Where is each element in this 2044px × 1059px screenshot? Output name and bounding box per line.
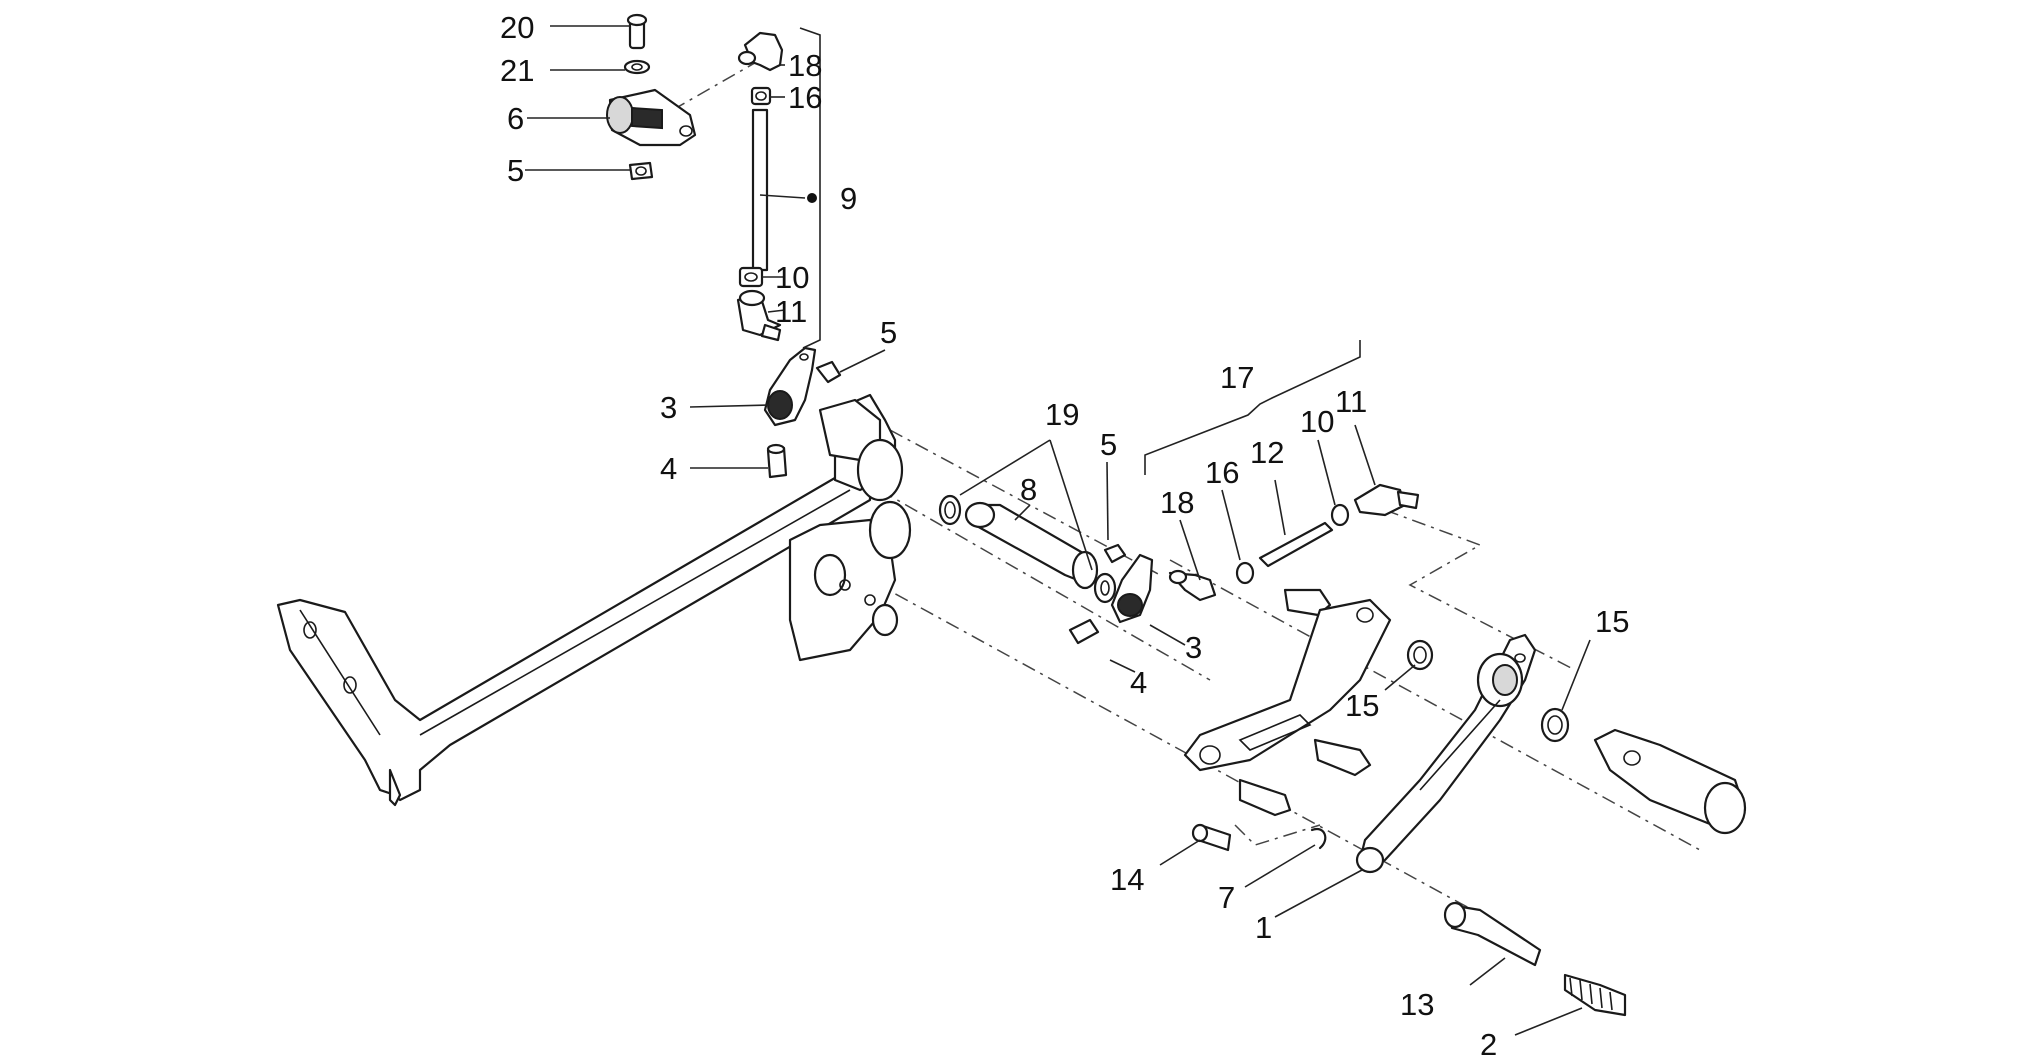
callout-6: 6 <box>507 101 524 136</box>
nut-16 <box>750 86 772 106</box>
mount-plate <box>1183 588 1434 817</box>
callout-18a: 18 <box>788 48 822 83</box>
washer-21 <box>623 59 651 75</box>
pin-13 <box>1448 903 1542 967</box>
main-frame <box>276 393 912 807</box>
upper-linkage <box>606 13 697 181</box>
callout-labels: 20 21 6 5 18 16 9 10 11 5 3 4 17 19 5 8 … <box>500 10 1629 1059</box>
callout-5b: 5 <box>880 315 897 350</box>
nut-5c <box>1103 543 1127 564</box>
rod-assembly-17 <box>1168 483 1420 602</box>
ring-15b <box>1540 707 1570 743</box>
callout-12: 12 <box>1250 435 1284 470</box>
callout-11a: 11 <box>775 294 807 329</box>
callout-16b: 16 <box>1205 455 1239 490</box>
pedal-lever-1 <box>1355 633 1537 874</box>
nut-10b <box>1330 503 1350 527</box>
nut-5 <box>628 161 654 181</box>
shaft-assembly-8 <box>938 494 1154 645</box>
callout-3a: 3 <box>660 390 677 425</box>
group-brackets <box>799 27 1361 475</box>
callout-3b: 3 <box>1185 630 1202 665</box>
callout-4b: 4 <box>1130 665 1147 700</box>
callout-11b: 11 <box>1335 384 1367 419</box>
callout-14: 14 <box>1110 862 1144 897</box>
leader-lines <box>525 25 1591 1036</box>
nut-10 <box>738 266 764 288</box>
callout-18b: 18 <box>1160 485 1194 520</box>
callout-15a: 15 <box>1345 688 1379 723</box>
clip-7 <box>1310 827 1327 850</box>
nut-5b <box>815 360 842 384</box>
callout-9: 9 <box>840 181 857 216</box>
callout-19: 19 <box>1045 397 1079 432</box>
lower-parts <box>1191 823 1627 1017</box>
screw-4b <box>1068 618 1100 645</box>
upper-lever-3 <box>763 346 842 479</box>
callout-1: 1 <box>1255 910 1272 945</box>
callout-13: 13 <box>1400 987 1434 1022</box>
spring-2 <box>1563 973 1627 1017</box>
callout-16a: 16 <box>788 80 822 115</box>
footpeg <box>1540 707 1747 835</box>
callout-5c: 5 <box>1100 427 1117 462</box>
ring-19a <box>938 494 962 526</box>
ring-19b <box>1093 572 1117 604</box>
callout-21: 21 <box>500 53 534 88</box>
rod-9 <box>751 108 769 272</box>
callout-20: 20 <box>500 10 534 45</box>
callout-17: 17 <box>1220 360 1254 395</box>
callout-10a: 10 <box>775 260 809 295</box>
nut-16b <box>1235 561 1255 585</box>
assembly-axes <box>654 59 1701 926</box>
ring-15a <box>1406 639 1434 671</box>
callout-7: 7 <box>1218 880 1235 915</box>
ball-joint-11b <box>1353 483 1407 517</box>
callout-4a: 4 <box>660 451 677 486</box>
rod-12 <box>1258 521 1334 568</box>
callout-2: 2 <box>1480 1027 1497 1059</box>
callout-10b: 10 <box>1300 404 1334 439</box>
callout-5a: 5 <box>507 153 524 188</box>
callout-15b: 15 <box>1595 604 1629 639</box>
callout-8: 8 <box>1020 472 1037 507</box>
